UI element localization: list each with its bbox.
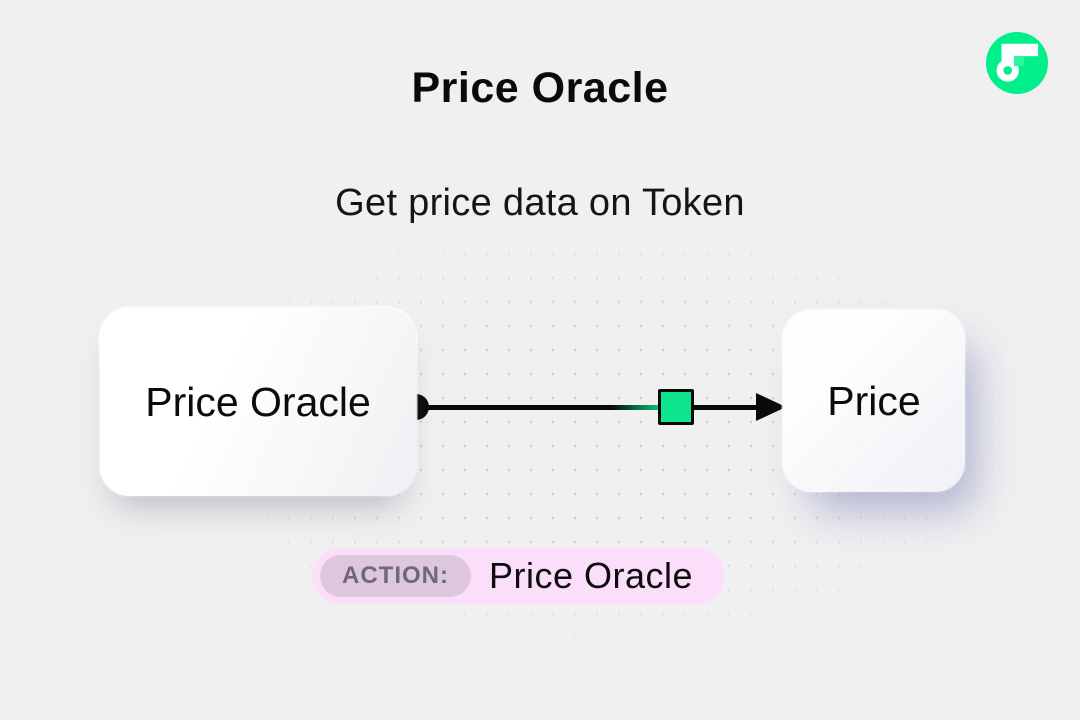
target-node-label: Price — [827, 377, 921, 424]
subtitle-text: Get price data on Token — [335, 182, 745, 224]
edge-line — [416, 405, 762, 410]
edge-marker-square — [658, 389, 694, 425]
flow-logo-icon — [986, 32, 1048, 94]
action-badge: ACTION: Price Oracle — [312, 548, 726, 604]
source-node: Price Oracle — [100, 308, 416, 496]
target-node: Price — [783, 310, 965, 492]
source-node-label: Price Oracle — [145, 378, 371, 425]
action-badge-label: ACTION: — [320, 555, 471, 597]
page-title: Price Oracle — [411, 64, 669, 112]
action-badge-value: Price Oracle — [488, 555, 694, 596]
edge-line-green-gradient — [612, 405, 658, 410]
edge-arrowhead-icon — [756, 393, 786, 421]
